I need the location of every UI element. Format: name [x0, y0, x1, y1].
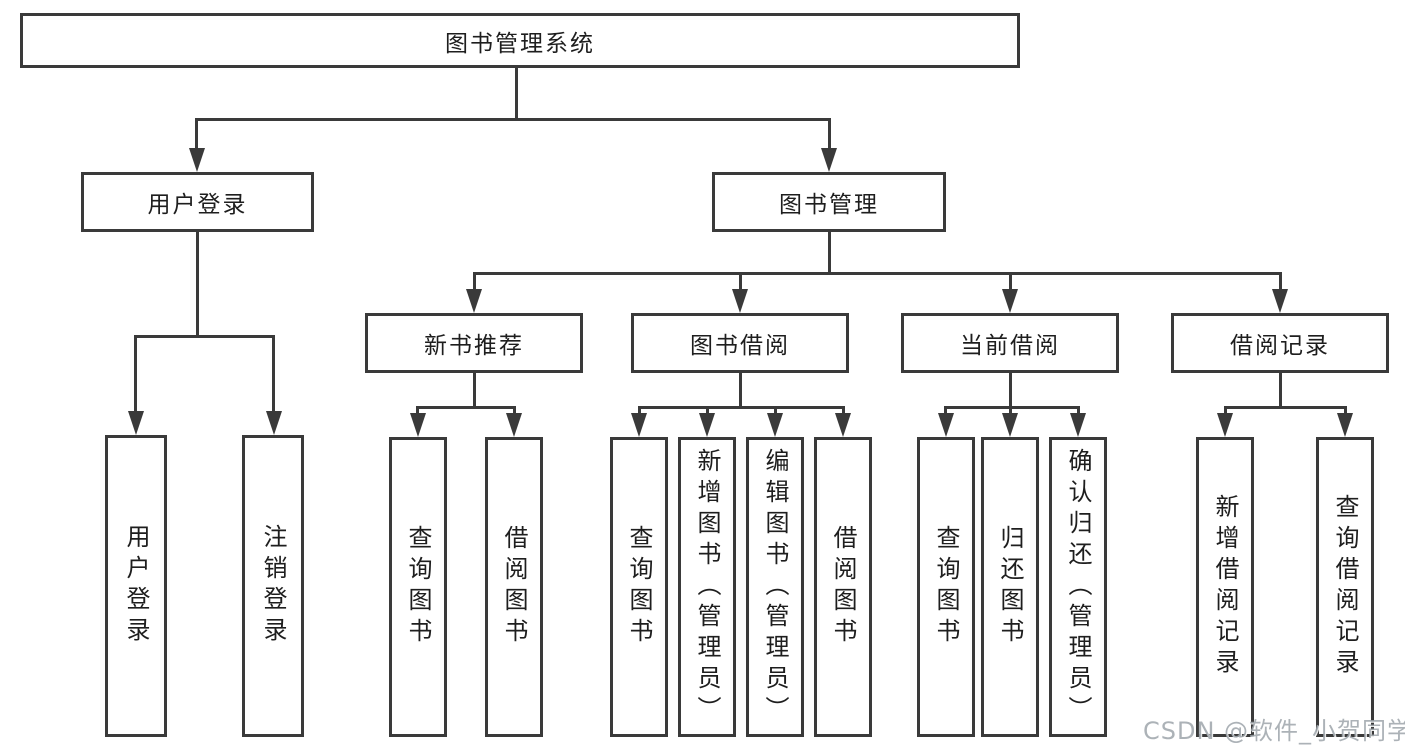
arrow-down-icon — [410, 413, 426, 437]
connector-userlogin-stem — [196, 232, 199, 335]
node-current-borrowing: 当前借阅 — [901, 313, 1119, 373]
connector-records-drop — [1224, 406, 1227, 415]
node-leaf-query-borrow-record: 查询借阅记录 — [1316, 437, 1374, 737]
connector-borrowing-drop — [842, 406, 845, 415]
connector-borrowing-drop — [638, 406, 641, 415]
connector-borrowing-branch — [638, 406, 845, 409]
connector-records-drop — [1344, 406, 1347, 415]
connector-bookmgmt-branch — [473, 272, 1282, 275]
connector-current-drop — [944, 406, 947, 415]
arrow-down-icon — [938, 413, 954, 437]
arrow-down-icon — [266, 411, 282, 435]
arrow-down-icon — [1337, 413, 1353, 437]
node-book-borrowing: 图书借阅 — [631, 313, 849, 373]
node-leaf-borrow-books: 借阅图书 — [814, 437, 872, 737]
node-leaf-query-books-recommend: 查询图书 — [389, 437, 447, 737]
node-leaf-confirm-return-admin: 确认归还（管理员） — [1049, 437, 1107, 737]
connector-recommend-drop — [513, 406, 516, 415]
connector-bookmgmt-drop — [1279, 272, 1282, 292]
connector-current-drop — [1009, 406, 1012, 415]
node-leaf-logout: 注销登录 — [242, 435, 304, 737]
arrow-down-icon — [189, 148, 205, 172]
arrow-down-icon — [821, 148, 837, 172]
node-user-login: 用户登录 — [81, 172, 314, 232]
arrow-down-icon — [1272, 289, 1288, 313]
arrow-down-icon — [1002, 413, 1018, 437]
arrow-down-icon — [732, 289, 748, 313]
connector-current-drop — [1077, 406, 1080, 415]
node-leaf-add-borrow-record: 新增借阅记录 — [1196, 437, 1254, 737]
watermark-text: CSDN @软件_小贺同学 — [1143, 717, 1405, 745]
connector-recommend-stem — [473, 373, 476, 406]
node-leaf-return-books: 归还图书 — [981, 437, 1039, 737]
node-book-management: 图书管理 — [712, 172, 946, 232]
connector-root-stem — [515, 68, 518, 118]
arrow-down-icon — [466, 289, 482, 313]
connector-bookmgmt-drop — [473, 272, 476, 292]
arrow-down-icon — [699, 413, 715, 437]
connector-userlogin-drop — [134, 335, 137, 413]
node-leaf-edit-books-admin: 编辑图书（管理员） — [746, 437, 804, 737]
node-leaf-user-login: 用户登录 — [105, 435, 167, 737]
connector-userlogin-branch — [134, 335, 275, 338]
node-leaf-borrow-books-recommend: 借阅图书 — [485, 437, 543, 737]
arrow-down-icon — [1070, 413, 1086, 437]
connector-userlogin-drop — [272, 335, 275, 413]
connector-borrowing-drop — [774, 406, 777, 415]
connector-current-stem — [1009, 373, 1012, 406]
node-leaf-query-books-borrowing: 查询图书 — [610, 437, 668, 737]
arrow-down-icon — [631, 413, 647, 437]
arrow-down-icon — [1002, 289, 1018, 313]
arrow-down-icon — [835, 413, 851, 437]
connector-records-branch — [1224, 406, 1346, 409]
node-leaf-add-books-admin: 新增图书（管理员） — [678, 437, 736, 737]
connector-borrowing-drop — [706, 406, 709, 415]
arrow-down-icon — [767, 413, 783, 437]
node-leaf-query-books-current: 查询图书 — [917, 437, 975, 737]
connector-current-branch — [944, 406, 1080, 409]
connector-records-stem — [1279, 373, 1282, 406]
connector-bookmgmt-stem — [828, 232, 831, 272]
arrow-down-icon — [506, 413, 522, 437]
connector-root-right-drop — [828, 118, 831, 150]
connector-root-left-drop — [195, 118, 198, 150]
arrow-down-icon — [1217, 413, 1233, 437]
connector-root-branch — [196, 118, 830, 121]
node-borrowing-records: 借阅记录 — [1171, 313, 1389, 373]
arrow-down-icon — [128, 411, 144, 435]
connector-recommend-branch — [416, 406, 516, 409]
connector-recommend-drop — [416, 406, 419, 415]
connector-bookmgmt-drop — [739, 272, 742, 292]
connector-borrowing-stem — [739, 373, 742, 406]
connector-bookmgmt-drop — [1009, 272, 1012, 292]
node-library-management-system: 图书管理系统 — [20, 13, 1020, 68]
node-new-book-recommend: 新书推荐 — [365, 313, 583, 373]
